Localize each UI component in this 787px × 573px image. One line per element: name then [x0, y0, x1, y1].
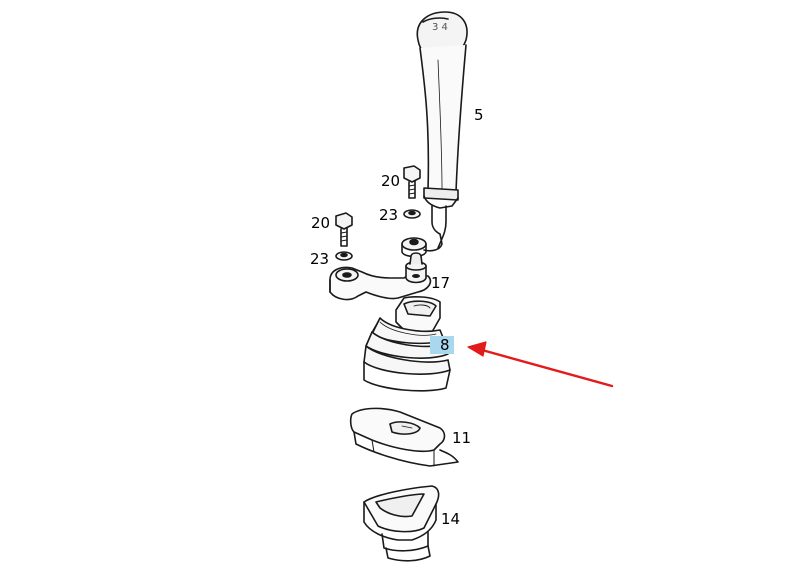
linkage-arm-part[interactable] — [329, 252, 432, 301]
callout-bolt-lower[interactable]: 20 — [311, 214, 331, 232]
callout-washer-lower[interactable]: 23 — [310, 250, 330, 268]
washer-upper-part[interactable] — [403, 209, 421, 219]
boot-part[interactable] — [363, 296, 451, 392]
callout-frame[interactable]: 11 — [452, 429, 472, 447]
callout-boot[interactable]: 8 — [430, 336, 454, 354]
bolt-lower-part[interactable] — [335, 212, 353, 247]
bolt-upper-part[interactable] — [403, 165, 421, 199]
callout-bolt-upper[interactable]: 20 — [381, 172, 401, 190]
washer-lower-part[interactable] — [335, 251, 353, 261]
callout-shift-lever[interactable]: 5 — [474, 106, 484, 124]
frame-part[interactable] — [349, 407, 459, 467]
callout-washer-upper[interactable]: 23 — [379, 206, 399, 224]
shift-lever-part[interactable]: 3 4 — [401, 11, 468, 258]
callout-lower-boot[interactable]: 14 — [441, 510, 461, 528]
lower-boot-part[interactable] — [363, 485, 440, 562]
callout-linkage-arm[interactable]: 17 — [431, 274, 451, 292]
svg-text:3 4: 3 4 — [432, 22, 448, 33]
pointer-arrow — [467, 341, 614, 388]
